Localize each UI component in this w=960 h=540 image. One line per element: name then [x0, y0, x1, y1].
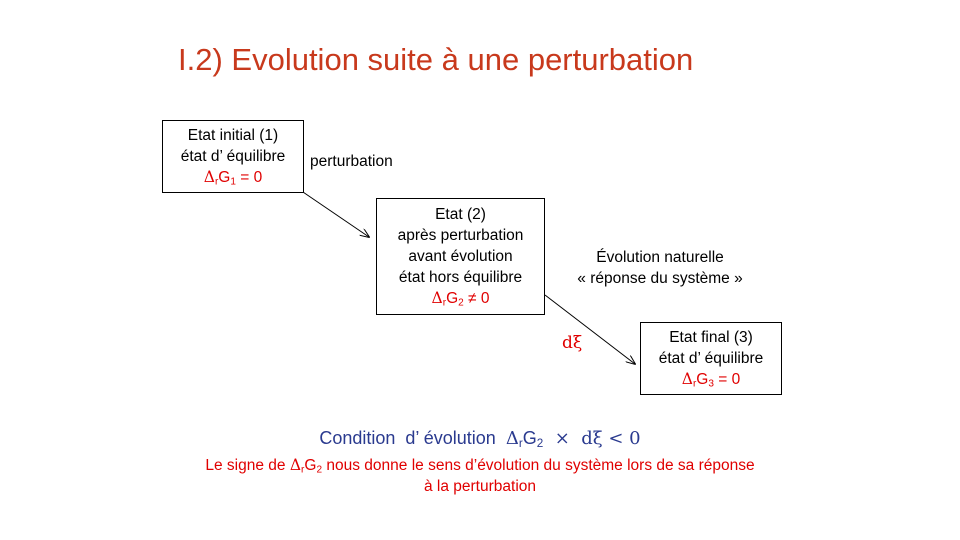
box2-line4: état hors équilibre [398, 269, 523, 286]
note-line1: Le signe de ΔrG2 nous donne le sens d’év… [205, 456, 755, 476]
state-perturbed-box: Etat (2) après perturbation avant évolut… [376, 198, 545, 315]
evolution-line2: « réponse du système » [577, 270, 743, 287]
slide-title: I.2) Evolution suite à une perturbation [178, 42, 694, 77]
arrow-1-to-2 [299, 189, 369, 237]
box1-subtitle: état d’ équilibre [180, 148, 286, 165]
state-final-box: Etat final (3) état d’ équilibre ΔrG3 = … [640, 322, 782, 395]
box3-title: Etat final (3) [669, 329, 753, 346]
box1-equation: ΔrG1 = 0 [203, 168, 263, 188]
box1-title: Etat initial (1) [187, 127, 279, 144]
box2-equation: ΔrG2 ≠ 0 [431, 289, 490, 309]
box2-line3: avant évolution [408, 248, 513, 265]
sign-note: Le signe de ΔrG2 nous donne le sens d’év… [0, 455, 960, 497]
perturbation-label: perturbation [310, 153, 393, 170]
box2-line2: après perturbation [397, 227, 524, 244]
box2-title: Etat (2) [435, 206, 486, 223]
box3-subtitle: état d’ équilibre [658, 350, 764, 367]
state-initial-box: Etat initial (1) état d’ équilibre ΔrG1 … [162, 120, 304, 193]
natural-evolution-label: Évolution naturelle « réponse du système… [548, 247, 772, 289]
evolution-condition: Condition d’ évolution ΔrG2 × dξ < 0 [319, 428, 641, 450]
evolution-line1: Évolution naturelle [596, 249, 724, 266]
dxi-label: dξ [562, 333, 583, 353]
arrow-2-to-3 [544, 294, 635, 364]
note-line2: à la perturbation [423, 478, 537, 495]
box3-equation: ΔrG3 = 0 [681, 370, 741, 390]
